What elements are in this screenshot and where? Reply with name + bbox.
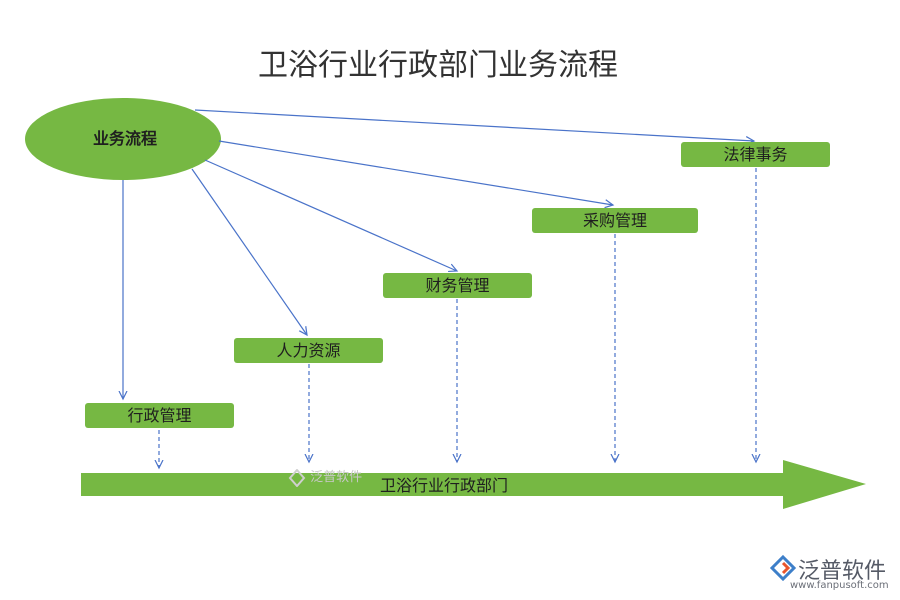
- node-purchase[interactable]: 采购管理: [532, 208, 698, 233]
- node-hr-label: 人力资源: [276, 341, 341, 360]
- node-admin-label: 行政管理: [127, 406, 192, 425]
- watermark: 泛普软件: [288, 466, 363, 488]
- root-label: 业务流程: [92, 129, 157, 148]
- logo-name: 泛普软件: [798, 559, 887, 584]
- node-legal-label: 法律事务: [723, 145, 788, 164]
- timeline-arrow: [81, 460, 866, 509]
- node-hr[interactable]: 人力资源: [234, 338, 383, 363]
- node-finance[interactable]: 财务管理: [383, 273, 532, 298]
- logo-icon: [770, 555, 796, 581]
- watermark-text: 泛普软件: [310, 470, 363, 485]
- connector-purchase: [218, 140, 613, 205]
- brand-logo: 泛普软件 www.fanpusoft.com: [770, 551, 895, 596]
- logo-url: www.fanpusoft.com: [790, 580, 889, 591]
- watermark-icon: [288, 467, 306, 488]
- page-title: 卫浴行业行政部门业务流程: [258, 48, 618, 83]
- connector-hr: [191, 168, 307, 335]
- node-finance-label: 财务管理: [425, 276, 490, 295]
- timeline-label: 卫浴行业行政部门: [380, 476, 509, 495]
- node-legal[interactable]: 法律事务: [681, 142, 830, 167]
- node-purchase-label: 采购管理: [582, 211, 647, 230]
- connector-legal: [194, 109, 754, 141]
- node-admin[interactable]: 行政管理: [85, 403, 234, 428]
- root-ellipse[interactable]: [25, 98, 221, 180]
- connector-finance: [204, 159, 457, 271]
